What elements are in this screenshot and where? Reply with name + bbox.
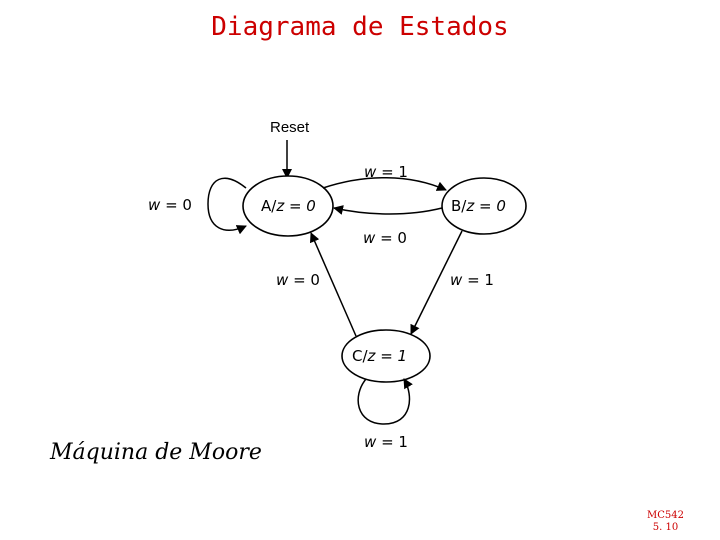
label-c-to-a: w = 0 (276, 271, 320, 289)
state-b-label: B/z = 0 (451, 197, 506, 215)
label-c-self: w = 1 (364, 433, 408, 451)
transition-b-to-a (333, 205, 443, 215)
transition-a-self (207, 177, 247, 235)
diagram-subtitle: Máquina de Moore (50, 440, 262, 465)
label-a-to-b: w = 1 (364, 163, 408, 181)
state-b (441, 177, 527, 235)
label-a-self: w = 0 (148, 196, 192, 214)
state-c-label: C/z = 1 (352, 347, 407, 365)
state-a (242, 175, 334, 237)
course-code: MC542 (647, 510, 684, 521)
state-a-label: A/z = 0 (261, 197, 316, 215)
slide-footer: MC542 5. 10 (647, 510, 684, 534)
transition-c-to-a (310, 232, 357, 337)
transition-c-self (357, 378, 413, 425)
transition-a-to-b (322, 177, 447, 191)
reset-label: Reset (270, 119, 310, 136)
transition-b-to-c (410, 230, 463, 335)
slide-number: 5. 10 (652, 522, 679, 533)
label-b-to-a: w = 0 (363, 229, 407, 247)
label-b-to-c: w = 1 (450, 271, 494, 289)
page-title: Diagrama de Estados (211, 12, 509, 42)
state-c (341, 329, 431, 383)
